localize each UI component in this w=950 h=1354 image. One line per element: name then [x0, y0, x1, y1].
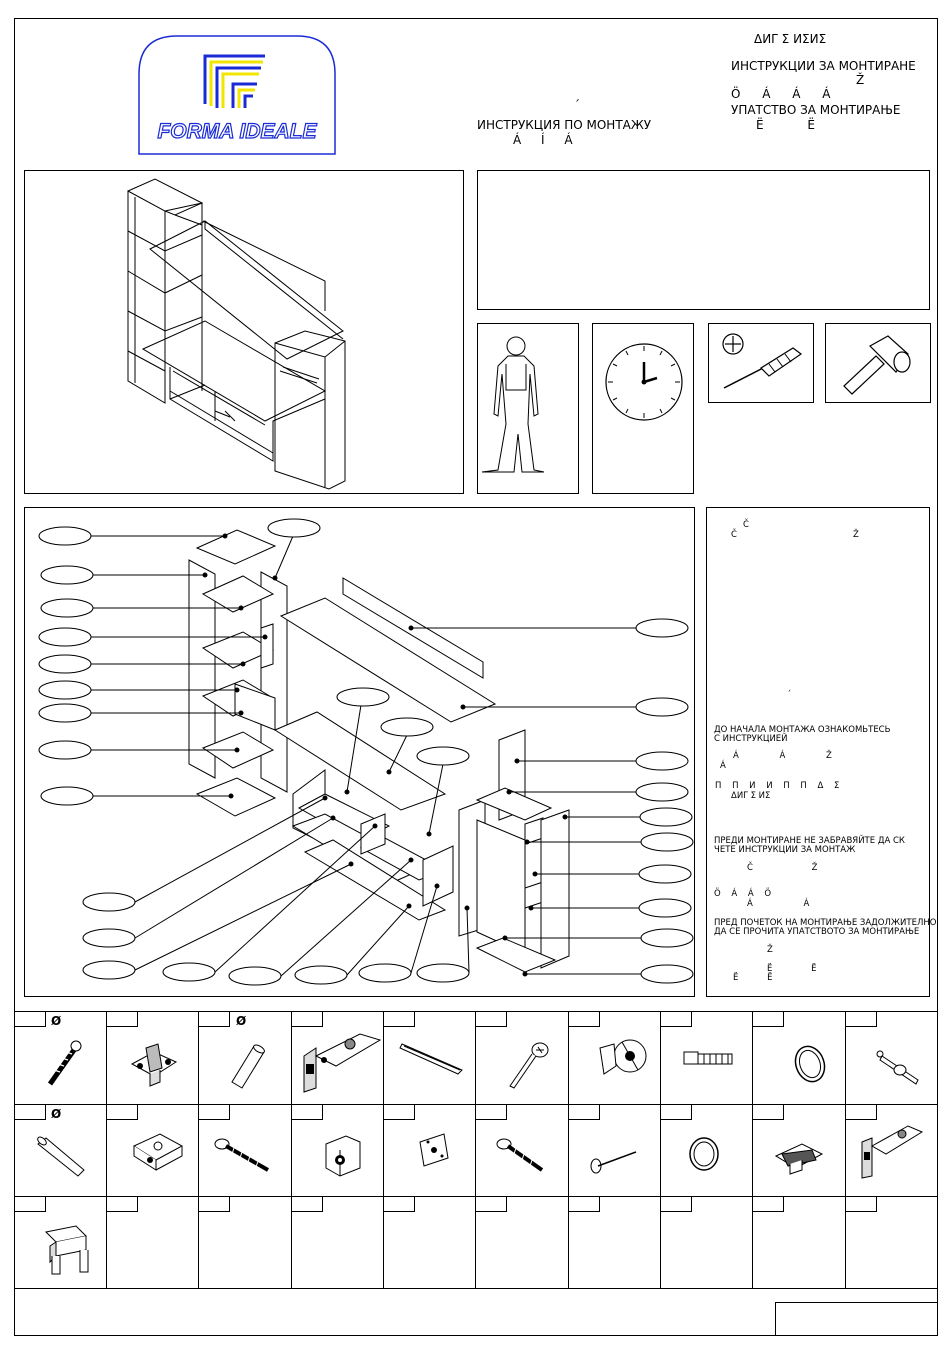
shelf-support-icon	[44, 1225, 89, 1275]
warnings-panel: Č Č Ž ´ ДО НАЧАЛА МОНТАЖА ОЗНАКОМЬТЕСЬ С…	[706, 507, 936, 997]
page-frame	[14, 18, 938, 1336]
clip-icon	[774, 1143, 824, 1175]
logo-text: FORMA IDEALE	[157, 120, 317, 143]
wood-screw-icon	[214, 1138, 269, 1172]
warn-e-2: Ë Ë	[733, 973, 773, 983]
dowel-long-icon	[37, 1136, 85, 1177]
warn-c-1: Č Ž	[747, 863, 818, 873]
pin-icon	[876, 1050, 919, 1085]
exploded-parts-panel	[24, 507, 695, 997]
warn-top-3: Ž	[853, 530, 859, 540]
screwdriver-icon	[722, 333, 803, 389]
warn-c-2: Ö Á Á Ö	[714, 889, 772, 899]
warn-gr-2: ΔИΓ Σ ИΣ	[731, 791, 771, 801]
cap-icon	[794, 1045, 826, 1083]
warn-e-1: Ë Ë	[767, 964, 817, 974]
corner-bracket-icon	[325, 1135, 361, 1177]
hinge-arm-icon	[861, 1125, 924, 1179]
plate-icon	[419, 1133, 449, 1167]
warn-ru-2: С ИНСТРУКЦИЕЙ	[714, 734, 788, 744]
warn-bg-2: ЧЕТЕ ИНСТРУКЦИИ ЗА МОНТАЖ	[714, 845, 856, 855]
warn-mk-1: ПРЕД ПОЧЕТОК НА МОНТИРАЊЕ ЗАДОЛЖИТЕЛНО	[714, 918, 937, 928]
diam-label-3: Ø	[236, 1014, 247, 1028]
exploded-parts-drawing	[38, 518, 694, 986]
header-left-line-2: Á Í Á	[513, 133, 573, 147]
brand-logo: FORMA IDEALE	[138, 35, 336, 155]
nail-icon	[590, 1151, 637, 1174]
header-left-line-1: ИНСТРУКЦИЯ ПО МОНТАЖУ	[477, 118, 652, 132]
diam-label-1: Ø	[51, 1014, 62, 1028]
warn-bg-1: ПРЕДИ МОНТИРАНЕ НЕ ЗАБРАВЯЙТЕ ДА СК	[714, 836, 905, 846]
clock-icon	[605, 343, 683, 421]
screw-icon	[47, 1040, 82, 1086]
screw-short-icon	[496, 1138, 544, 1172]
warn-ru-1: ДО НАЧАЛА МОНТАЖА ОЗНАКОМЬТЕСЬ	[714, 725, 891, 735]
worker-icon	[481, 336, 545, 473]
bolt-icon	[509, 1042, 549, 1089]
warn-z-1: Ž	[767, 945, 773, 955]
screwdriver-panel	[708, 323, 814, 403]
cam-lock-icon	[599, 1039, 647, 1075]
header-line-1: ΔИΓ Σ ИΣИΣ	[754, 32, 827, 46]
header-line-3: Ž	[856, 73, 865, 87]
hammer-icon	[843, 335, 911, 395]
hardware-grid	[14, 1011, 938, 1289]
rail-icon	[399, 1043, 463, 1075]
connector-icon	[683, 1051, 733, 1065]
diam-label-11: Ø	[51, 1107, 62, 1121]
header-line-6: Ë Ë	[756, 118, 815, 132]
header-line-4: Ö Á Á Á	[731, 87, 831, 101]
bracket-icon	[132, 1133, 184, 1171]
hinge-plate-icon	[130, 1043, 178, 1087]
warn-top-2: Č	[731, 530, 737, 540]
header-mark: ´	[574, 98, 580, 112]
time-required-panel	[592, 323, 694, 494]
hinge-icon	[303, 1033, 382, 1093]
assembled-view-panel	[24, 170, 464, 494]
warn-c-3: Á Á	[747, 899, 810, 909]
warn-mark: ´	[787, 690, 792, 700]
info-box	[477, 170, 930, 310]
dowel-icon	[231, 1044, 265, 1089]
header-line-5: УПАТСТВО ЗА МОНТИРАЊЕ	[731, 103, 901, 117]
persons-required-panel	[477, 323, 579, 494]
warn-r-1: Á Á Ž	[733, 751, 832, 761]
cover-cap-icon	[689, 1137, 719, 1171]
warn-top-1: Č	[743, 520, 749, 530]
code-box	[775, 1302, 938, 1336]
header-line-2: ИНСТРУКЦИИ ЗА МОНТИРАНЕ	[731, 59, 916, 73]
warn-gr-1: П П И И П П Δ Σ	[715, 781, 840, 791]
hammer-panel	[825, 323, 931, 403]
warn-r-2: Á	[720, 761, 726, 771]
assembled-furniture-drawing	[127, 178, 346, 490]
warn-mk-2: ДА СЕ ПРОЧИТА УПАТСТВОТО ЗА МОНТИРАЊЕ	[714, 927, 920, 937]
